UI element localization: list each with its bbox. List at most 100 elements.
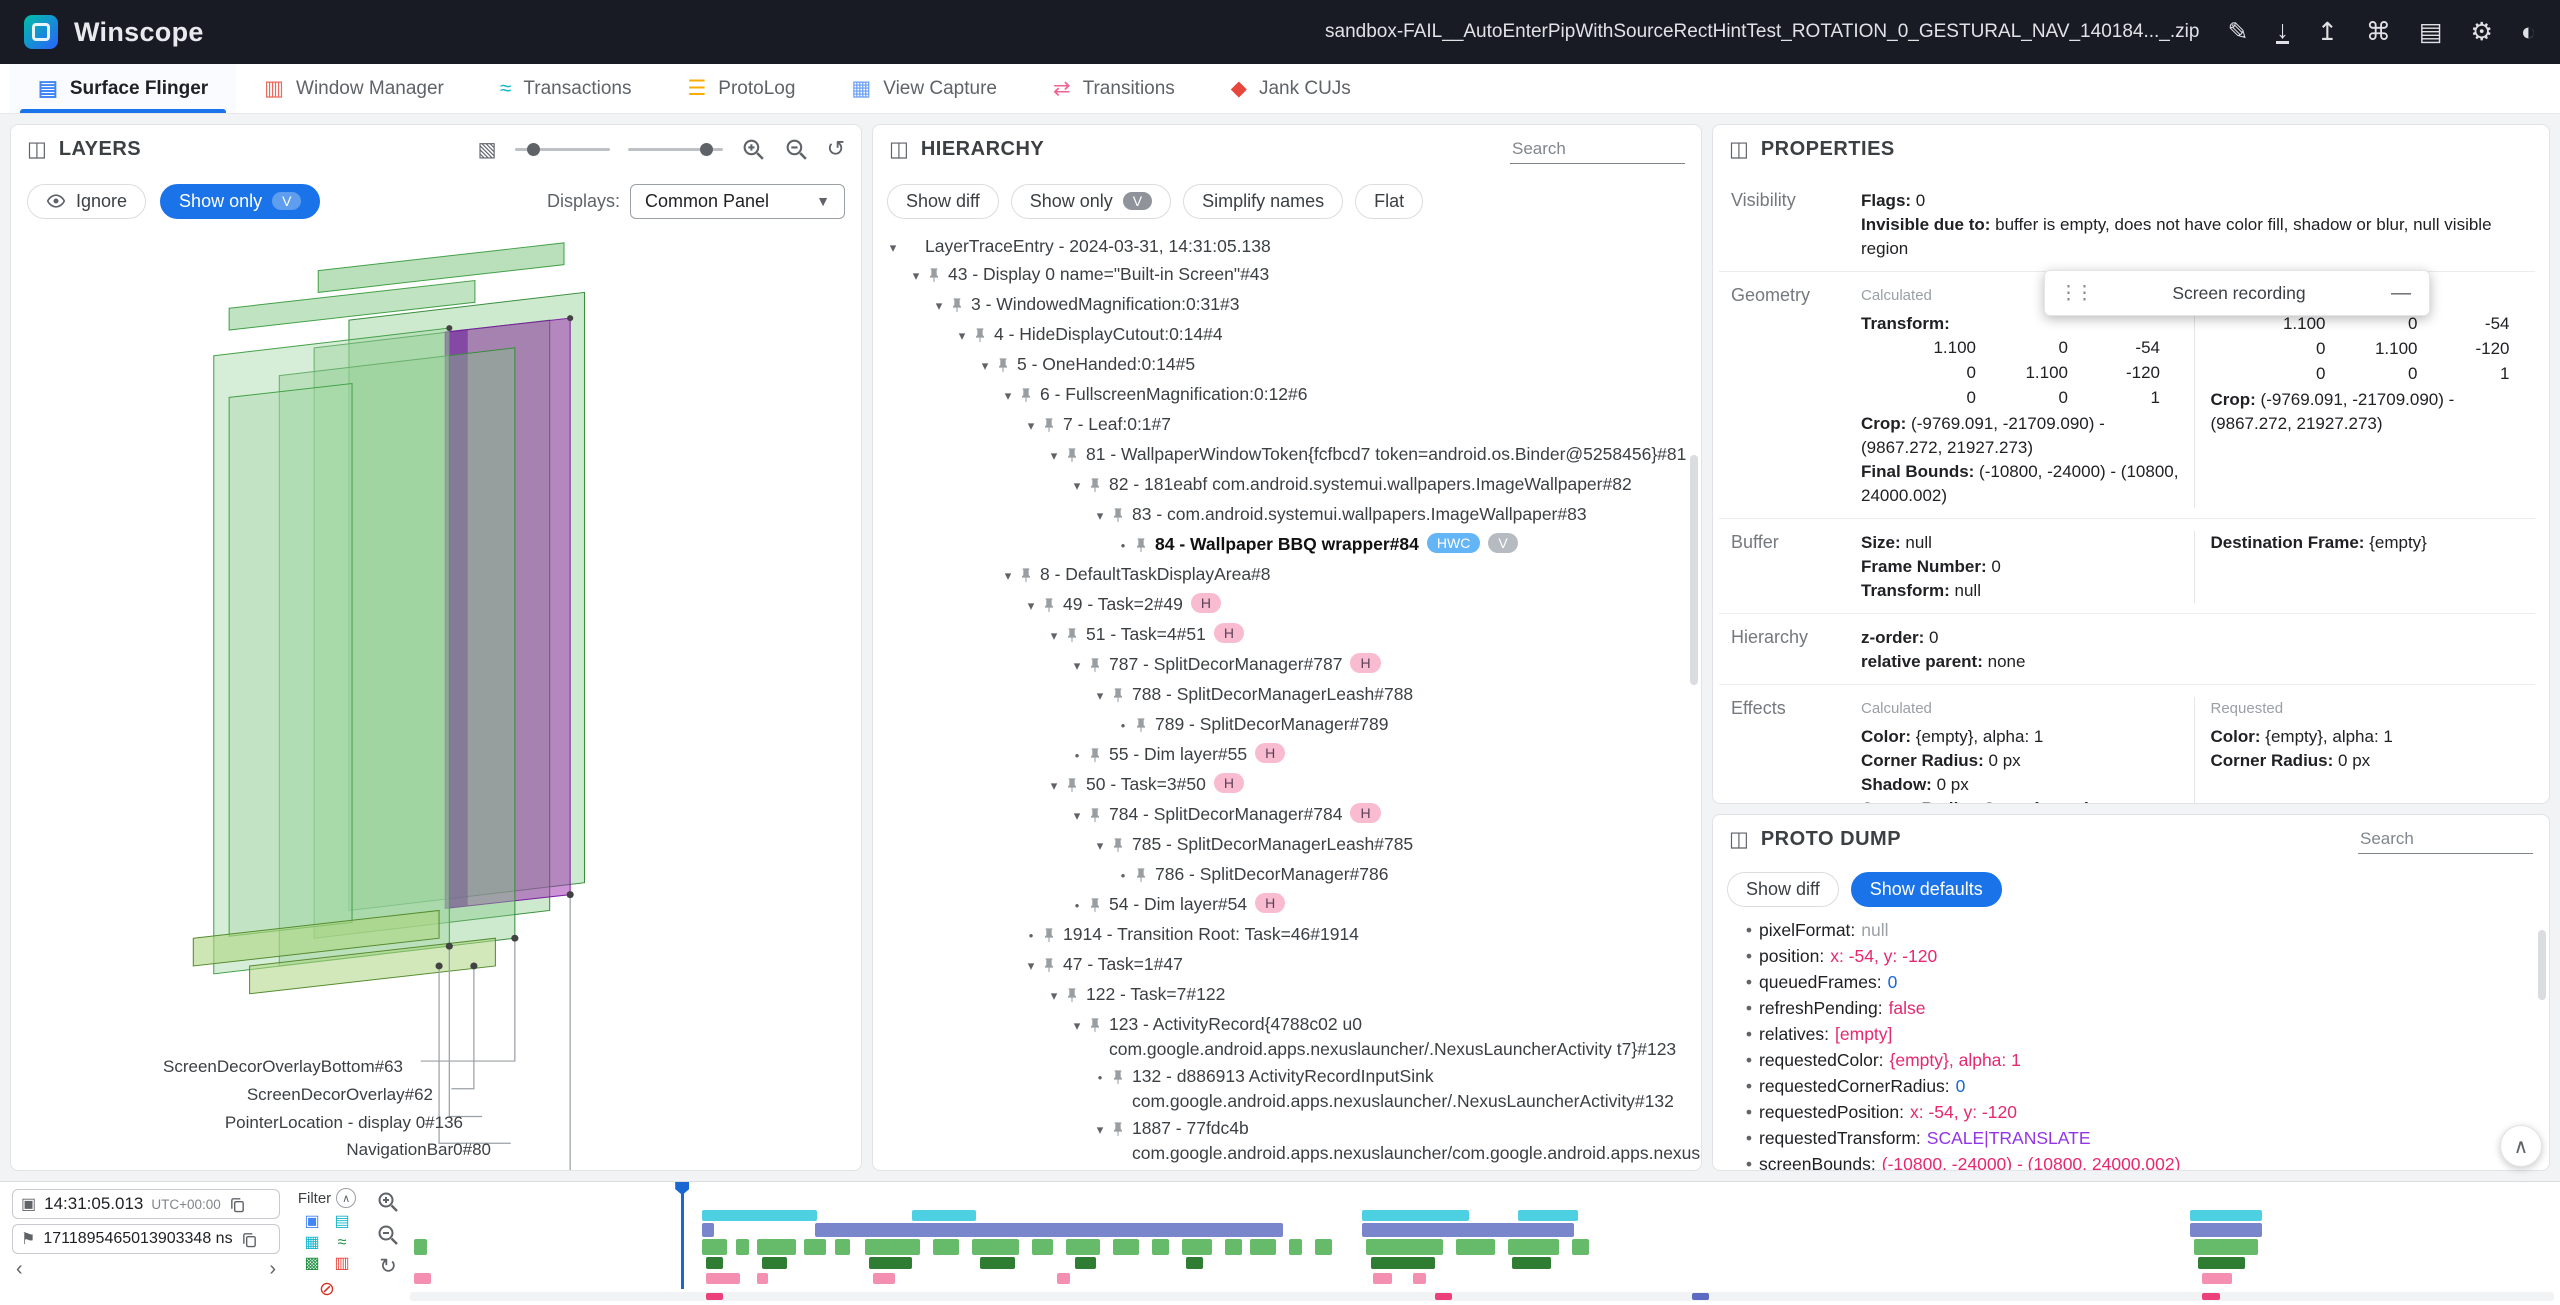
transactions-filter-icon[interactable]: ▦ bbox=[304, 1234, 320, 1252]
timeline-canvas[interactable] bbox=[410, 1182, 2554, 1305]
transactions-track-segment[interactable] bbox=[1113, 1239, 1139, 1255]
dark-mode-icon[interactable]: ◐ bbox=[2520, 17, 2536, 46]
transitions-track-segment[interactable] bbox=[873, 1273, 895, 1284]
timeline-zoom-reset-icon[interactable]: ↻ bbox=[379, 1255, 397, 1278]
expand-arrow-icon[interactable]: ▾ bbox=[889, 240, 897, 255]
transactions-track-segment[interactable] bbox=[1224, 1239, 1242, 1255]
edit-file-icon[interactable]: ✎ bbox=[2227, 17, 2249, 46]
transactions-track-2-segment[interactable] bbox=[2198, 1257, 2246, 1269]
expand-arrow-icon[interactable]: ▾ bbox=[1004, 388, 1012, 403]
hierarchy-scrollbar[interactable] bbox=[1690, 455, 1698, 685]
tree-row[interactable]: •1914 - Transition Root: Task=46#1914 bbox=[883, 921, 1697, 951]
timeline-cursor[interactable] bbox=[681, 1187, 685, 1289]
surface-flinger-track-segment[interactable] bbox=[2189, 1223, 2263, 1237]
tree-row[interactable]: ▾81 - WallpaperWindowToken{fcfbcd7 token… bbox=[883, 441, 1697, 471]
layer-label[interactable]: ScreenDecorOverlay#62 bbox=[246, 1085, 433, 1104]
ignore-button[interactable]: Ignore bbox=[27, 183, 147, 219]
tree-row[interactable]: •786 - SplitDecorManager#786 bbox=[883, 861, 1697, 891]
simplify-names-button[interactable]: Simplify names bbox=[1183, 183, 1344, 219]
overview-segment[interactable] bbox=[1434, 1293, 1452, 1300]
tree-row[interactable]: ▾43 - Display 0 name="Built-in Screen"#4… bbox=[883, 261, 1697, 291]
expand-arrow-icon[interactable]: ▾ bbox=[1073, 658, 1081, 673]
transitions-track-segment[interactable] bbox=[1057, 1273, 1071, 1284]
transactions-track-segment[interactable] bbox=[414, 1239, 428, 1255]
3d-view-icon[interactable]: ▧ bbox=[477, 138, 497, 161]
tree-row[interactable]: •1888 - com.google.android.apps.nexuslau… bbox=[883, 1167, 1697, 1170]
tree-row[interactable]: ▾83 - com.android.systemui.wallpapers.Im… bbox=[883, 501, 1697, 531]
overview-segment[interactable] bbox=[1692, 1293, 1710, 1300]
proto-row-requestedtransform[interactable]: •requestedTransform:SCALE|TRANSLATE bbox=[1739, 1125, 2549, 1151]
pin-icon[interactable] bbox=[972, 322, 994, 350]
transitions-track-segment[interactable] bbox=[1413, 1273, 1427, 1284]
transactions-track-segment[interactable] bbox=[864, 1239, 921, 1255]
transactions-track-segment[interactable] bbox=[971, 1239, 1019, 1255]
surface-flinger-filter-icon[interactable]: ▣ bbox=[304, 1213, 320, 1230]
proto-row-requestedcolor[interactable]: •requestedColor:{empty}, alpha: 1 bbox=[1739, 1047, 2549, 1073]
pin-icon[interactable] bbox=[1087, 742, 1109, 770]
transactions-track-2-segment[interactable] bbox=[761, 1257, 788, 1269]
expand-arrow-icon[interactable]: ▾ bbox=[912, 268, 920, 283]
proto-row-refreshpending[interactable]: •refreshPending:false bbox=[1739, 995, 2549, 1021]
expand-arrow-icon[interactable]: ▾ bbox=[1096, 1122, 1104, 1137]
timeline-overview-strip[interactable] bbox=[410, 1292, 2554, 1301]
tree-row[interactable]: ▾3 - WindowedMagnification:0:31#3 bbox=[883, 291, 1697, 321]
expand-arrow-icon[interactable]: ▾ bbox=[1050, 988, 1058, 1003]
expand-arrow-icon[interactable]: ▾ bbox=[1073, 478, 1081, 493]
tree-row[interactable]: ▾6 - FullscreenMagnification:0:12#6 bbox=[883, 381, 1697, 411]
minimize-icon[interactable]: — bbox=[2391, 281, 2411, 304]
panel-collapse-icon[interactable]: ◫ bbox=[27, 137, 47, 161]
disable-filter-icon[interactable]: ⊘ bbox=[319, 1278, 335, 1300]
expand-arrow-icon[interactable]: ▾ bbox=[1050, 778, 1058, 793]
layers-3d-view[interactable] bbox=[11, 229, 861, 1170]
pin-icon[interactable] bbox=[1018, 382, 1040, 410]
pin-icon[interactable] bbox=[1133, 1168, 1155, 1170]
pin-icon[interactable] bbox=[1064, 772, 1086, 800]
zoom-out-icon[interactable] bbox=[784, 137, 809, 162]
tree-row[interactable]: ▾8 - DefaultTaskDisplayArea#8 bbox=[883, 561, 1697, 591]
view-capture-track-segment[interactable] bbox=[2189, 1210, 2263, 1221]
transactions-track-segment[interactable] bbox=[735, 1239, 749, 1255]
pin-icon[interactable] bbox=[1110, 832, 1132, 860]
transactions-track-segment[interactable] bbox=[1572, 1239, 1590, 1255]
pin-icon[interactable] bbox=[1133, 712, 1155, 740]
tab-surface-flinger[interactable]: ▤Surface Flinger bbox=[10, 64, 237, 113]
layer-label[interactable]: PointerLocation - display 0#136 bbox=[224, 1113, 463, 1132]
transactions-track-segment[interactable] bbox=[1151, 1239, 1169, 1255]
tree-row[interactable]: •132 - d886913 ActivityRecordInputSink c… bbox=[883, 1063, 1697, 1115]
pin-icon[interactable] bbox=[1064, 982, 1086, 1010]
transactions-track-segment[interactable] bbox=[757, 1239, 796, 1255]
previous-entry-button[interactable]: ‹ bbox=[16, 1258, 23, 1280]
expand-arrow-icon[interactable]: ▾ bbox=[1050, 448, 1058, 463]
pin-icon[interactable] bbox=[1087, 1012, 1109, 1040]
tree-row[interactable]: ▾5 - OneHanded:0:14#5 bbox=[883, 351, 1697, 381]
documentation-icon[interactable]: ▤ bbox=[2418, 17, 2443, 46]
tree-row[interactable]: •789 - SplitDecorManager#789 bbox=[883, 711, 1697, 741]
expand-arrow-icon[interactable]: ▾ bbox=[1004, 568, 1012, 583]
expand-arrow-icon[interactable]: ▾ bbox=[1096, 508, 1104, 523]
pin-icon[interactable] bbox=[1041, 412, 1063, 440]
surface-flinger-track-segment[interactable] bbox=[1361, 1223, 1575, 1237]
pin-icon[interactable] bbox=[1110, 682, 1132, 710]
transitions-filter-icon[interactable]: ▥ bbox=[334, 1255, 350, 1273]
pin-icon[interactable] bbox=[926, 262, 948, 290]
show-only-visible-button[interactable]: Show only V bbox=[1010, 183, 1172, 219]
pin-icon[interactable] bbox=[1110, 1116, 1132, 1144]
expand-arrow-icon[interactable]: ▾ bbox=[1027, 418, 1035, 433]
timeline-cursor-handle[interactable] bbox=[675, 1182, 690, 1195]
pin-icon[interactable] bbox=[1087, 652, 1109, 680]
current-ns-box[interactable]: ⚑ 1711895465013903348 ns bbox=[12, 1224, 280, 1254]
timeline-zoom-in-icon[interactable] bbox=[376, 1190, 400, 1214]
transitions-track-segment[interactable] bbox=[757, 1273, 769, 1284]
expand-arrow-icon[interactable]: ▾ bbox=[1096, 838, 1104, 853]
panel-collapse-icon[interactable]: ◫ bbox=[889, 137, 909, 161]
tab-transitions[interactable]: ⇄Transitions bbox=[1025, 64, 1203, 113]
show-diff-button[interactable]: Show diff bbox=[887, 183, 999, 219]
expand-arrow-icon[interactable]: ▾ bbox=[1073, 808, 1081, 823]
tab-jank-cujs[interactable]: ◆Jank CUJs bbox=[1203, 64, 1379, 113]
transactions-track-segment[interactable] bbox=[1366, 1239, 1444, 1255]
reset-view-icon[interactable]: ↺ bbox=[826, 136, 845, 161]
protolog-filter-icon[interactable]: ≈ bbox=[337, 1234, 347, 1252]
